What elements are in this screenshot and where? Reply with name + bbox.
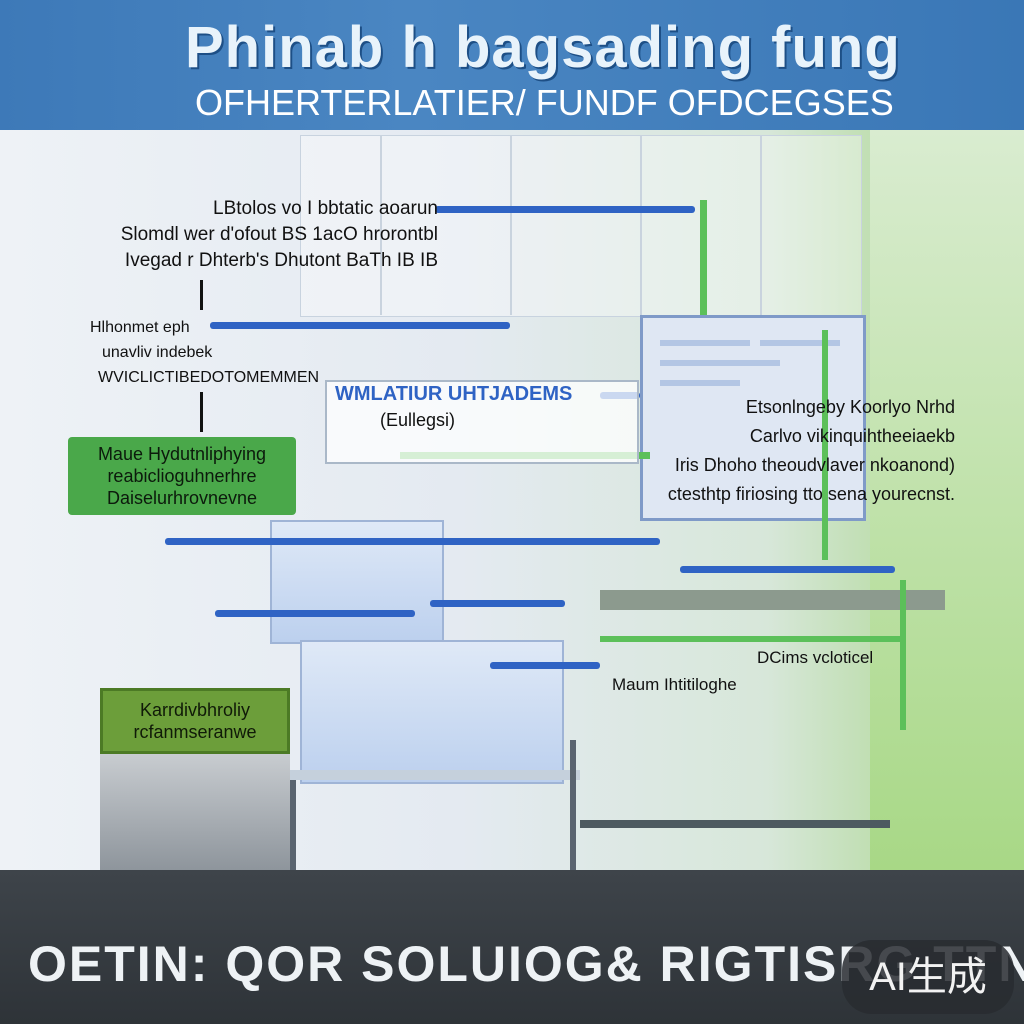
screen-line bbox=[760, 340, 840, 346]
connector-line bbox=[435, 206, 695, 213]
olive-callout-box: Karrdivbhroliy rcfanmseranwe bbox=[100, 688, 290, 754]
connector-tick bbox=[200, 392, 203, 432]
green-callout-box: Maue Hydutnliphying reabiclioguhnerhre D… bbox=[68, 437, 296, 515]
window-mullion bbox=[510, 135, 512, 315]
screen-line bbox=[660, 360, 780, 366]
callout-line: LBtolos vo I bbtatic aoarun bbox=[213, 198, 438, 219]
connector-line bbox=[430, 600, 565, 607]
cabinet bbox=[100, 754, 290, 870]
callout-line: Hlhonmet eph bbox=[90, 319, 190, 336]
callout-line: Iris Dhoho theoudvlaver nkoanond) bbox=[674, 455, 955, 475]
page-title: Phinab h bagsading fung bbox=[185, 15, 901, 80]
window-panel bbox=[300, 135, 862, 317]
callout-line: Carlvo vikinquihtheeiaekb bbox=[749, 426, 955, 446]
callout-text-mid-left: Hlhonmet eph unavliv indebek WVICLICTIBE… bbox=[90, 315, 319, 390]
center-label-box bbox=[325, 380, 639, 464]
connector-line bbox=[430, 538, 660, 545]
connector-line bbox=[210, 322, 510, 329]
connector-line bbox=[165, 538, 445, 545]
callout-line: Etsonlngeby Koorlyo Nrhd bbox=[745, 397, 955, 417]
bench-leg bbox=[290, 780, 296, 870]
right-small-label: DCims vcloticel bbox=[757, 648, 874, 667]
shelf bbox=[600, 590, 945, 610]
callout-line: ctesthtp firiosing tto sena yourecnst. bbox=[667, 484, 955, 504]
callout-text-right: Etsonlngeby Koorlyo Nrhd Carlvo vikinqui… bbox=[575, 393, 955, 509]
right-small-label: Maum Ihtitiloghe bbox=[612, 675, 737, 694]
header-banner bbox=[0, 0, 1024, 130]
center-label: WMLATIUR UHTJADEMS bbox=[335, 383, 573, 405]
window-mullion bbox=[380, 135, 382, 315]
connector-line bbox=[822, 330, 828, 560]
callout-line: rcfanmseranwe bbox=[133, 722, 257, 742]
bench-leg bbox=[570, 740, 576, 870]
monitor-screen bbox=[640, 315, 866, 521]
callout-line: Ivegad r Dhterb's Dhutont BaTh IB IB bbox=[124, 250, 438, 271]
connector-line bbox=[600, 636, 900, 642]
connector-line bbox=[900, 580, 906, 730]
window-mullion bbox=[640, 135, 642, 315]
connector-tick bbox=[200, 280, 203, 310]
ai-generated-badge: AI生成 bbox=[842, 940, 1014, 1014]
bench-top bbox=[280, 770, 580, 780]
callout-line: WVICLICTIBEDOTOMEMMEN bbox=[98, 369, 320, 386]
connector-line bbox=[215, 610, 415, 617]
callout-line: Maue Hydutnliphying bbox=[97, 444, 267, 464]
callout-line: Karrdivbhroliy bbox=[139, 700, 251, 720]
callout-line: Slomdl wer d'ofout BS 1acO hrorontbl bbox=[120, 224, 438, 245]
connector-line bbox=[680, 566, 895, 573]
callout-line: reabiclioguhnerhre bbox=[107, 466, 257, 486]
callout-line: Daiselurhrovnevne bbox=[106, 488, 258, 508]
center-sublabel: (Eullegsi) bbox=[380, 410, 456, 430]
bench-rail bbox=[580, 820, 890, 828]
connector-line bbox=[700, 200, 707, 315]
screen-line bbox=[660, 340, 750, 346]
window-mullion bbox=[760, 135, 762, 315]
connector-line bbox=[490, 662, 600, 669]
green-wall bbox=[870, 130, 1024, 870]
page-subtitle: OFHERTERLATIER/ FUNDF OFDCEGSES bbox=[195, 82, 894, 123]
callout-line: unavliv indebek bbox=[102, 344, 213, 361]
screen-line bbox=[660, 380, 740, 386]
callout-text-top-left: LBtolos vo I bbtatic aoarun Slomdl wer d… bbox=[108, 196, 438, 274]
